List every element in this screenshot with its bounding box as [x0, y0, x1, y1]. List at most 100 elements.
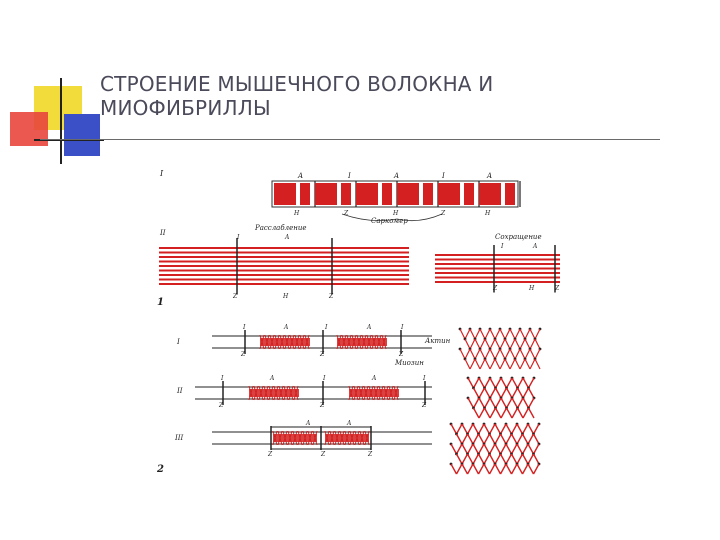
lattice-edge — [501, 454, 507, 464]
lattice-edge — [505, 349, 510, 359]
lattice-edge — [484, 434, 490, 444]
lattice-edge — [465, 329, 470, 339]
lattice-edge — [505, 339, 510, 349]
strip-dark-band — [341, 183, 351, 205]
label-A-r1c: A — [366, 324, 372, 331]
lattice-edge — [479, 388, 485, 398]
lattice-edge — [451, 424, 457, 434]
lattice-edge — [517, 424, 523, 434]
lattice-edge — [495, 424, 501, 434]
lattice-edge — [530, 349, 535, 359]
lattice-edge — [512, 424, 518, 434]
lattice-edge — [451, 444, 457, 454]
label-I-1: I — [347, 172, 351, 180]
lattice-edge — [479, 464, 485, 474]
lattice-edge — [490, 388, 496, 398]
lattice-edge — [495, 349, 500, 359]
lattice-edge — [515, 339, 520, 349]
lattice-edge — [535, 339, 540, 349]
lattice-edge — [485, 388, 491, 398]
lattice-edge — [475, 329, 480, 339]
label-relaxation: Расслабление — [254, 224, 307, 232]
lattice-edge — [507, 408, 513, 418]
strip-dark-band — [397, 183, 419, 205]
lattice-edge — [517, 464, 523, 474]
label-I-r2b: I — [322, 375, 326, 382]
lattice-edge — [500, 339, 505, 349]
lattice-edge — [512, 388, 518, 398]
lattice-edge — [512, 464, 518, 474]
lattice-edge — [495, 434, 501, 444]
lattice-edge — [484, 444, 490, 454]
slide-title: СТРОЕНИЕ МЫШЕЧНОГО ВОЛОКНА И МИОФИБРИЛЛЫ — [100, 72, 660, 120]
lattice-edge — [506, 434, 512, 444]
lattice-edge — [475, 359, 480, 369]
lattice-edge — [484, 424, 490, 434]
label-A-r3a: A — [305, 420, 311, 427]
lattice-edge — [457, 434, 463, 444]
lattice-edge — [490, 408, 496, 418]
lattice-edge — [510, 329, 515, 339]
lattice-edge — [490, 349, 495, 359]
lattice-edge — [484, 454, 490, 464]
lattice-edge — [479, 444, 485, 454]
lattice-edge — [480, 349, 485, 359]
strip-dark-band — [479, 183, 501, 205]
lattice-edge — [470, 329, 475, 339]
lattice-edge — [474, 378, 480, 388]
lattice-edge — [525, 339, 530, 349]
lattice-edge — [500, 349, 505, 359]
contracted-filaments — [435, 245, 560, 293]
label-A-r2a: A — [269, 375, 275, 382]
label-A-2: A — [393, 172, 399, 180]
lattice-edge — [484, 464, 490, 474]
lattice-edge — [528, 464, 534, 474]
label-A-r2b: A — [371, 375, 377, 382]
lattice-edge — [473, 444, 479, 454]
lattice-edge — [505, 359, 510, 369]
lattice-edge — [473, 464, 479, 474]
lattice-edge — [468, 444, 474, 454]
strip-dark-band — [315, 183, 337, 205]
label-Z-2: Z — [440, 210, 446, 217]
strip-h-zone — [460, 183, 464, 205]
lattice-edge — [465, 339, 470, 349]
lattice-edge — [530, 329, 535, 339]
label-I-2: I — [441, 172, 445, 180]
lattice-edge — [460, 349, 465, 359]
lattice-edge — [474, 388, 480, 398]
lattice-edge — [485, 398, 491, 408]
lattice-edge — [475, 349, 480, 359]
lattice-edge — [515, 349, 520, 359]
lattice-edge — [529, 378, 535, 388]
lattice-edge — [525, 349, 530, 359]
label-Z-r1b: Z — [319, 351, 325, 358]
lattice-edge — [490, 359, 495, 369]
lattice-edge — [528, 424, 534, 434]
label-row-1-top: I — [159, 169, 164, 178]
lattice-edge — [474, 398, 480, 408]
lattice-edge — [465, 349, 470, 359]
lattice-edge — [529, 408, 535, 418]
lattice-edge — [462, 424, 468, 434]
slide-title-line-2: МИОФИБРИЛЛЫ — [100, 96, 660, 120]
lattice-edge — [535, 349, 540, 359]
lattice-edge — [528, 444, 534, 454]
label-A-r1a: A — [283, 324, 289, 331]
lattice-edge — [518, 388, 524, 398]
lattice-edge — [505, 329, 510, 339]
lattice-edge — [507, 398, 513, 408]
lattice-edge — [512, 454, 518, 464]
label-Z-r1c: Z — [398, 351, 404, 358]
lattice-edge — [485, 339, 490, 349]
lattice-edge — [535, 359, 540, 369]
lattice-edge — [506, 454, 512, 464]
lattice-edge — [457, 464, 463, 474]
lattice-edge — [470, 339, 475, 349]
label-Z-relaxed-2: Z — [328, 293, 334, 300]
lattice-edge — [501, 398, 507, 408]
lattice-edge — [500, 329, 505, 339]
lattice-edge — [475, 339, 480, 349]
lattice-edge — [523, 454, 529, 464]
label-Z-relaxed-1: Z — [232, 293, 238, 300]
